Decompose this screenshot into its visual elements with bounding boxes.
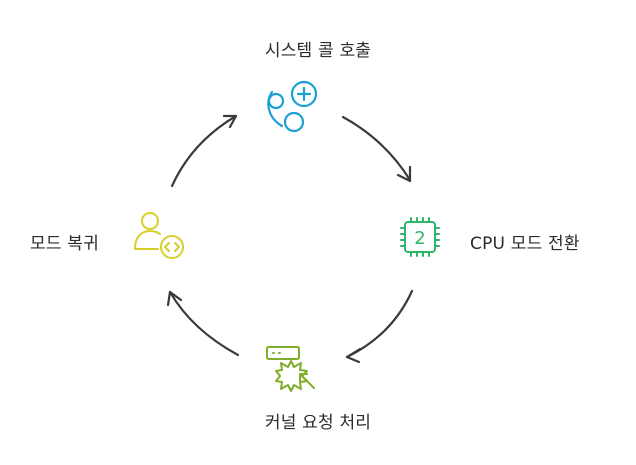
server-burst-icon bbox=[266, 346, 315, 392]
arrow-bottom-left bbox=[166, 290, 240, 357]
arrow-top-left bbox=[170, 114, 238, 188]
chip-icon bbox=[400, 217, 440, 257]
phone-plus-icon bbox=[267, 80, 318, 133]
arrow-bottom-right bbox=[345, 289, 414, 364]
user-code-icon bbox=[134, 212, 184, 259]
chip-digit: 2 bbox=[414, 228, 425, 249]
arrow-top-right bbox=[341, 115, 412, 183]
step-label-system-call: 시스템 콜 호출 bbox=[264, 41, 372, 61]
step-label-cpu-mode-switch: CPU 모드 전환 bbox=[470, 234, 580, 254]
step-label-mode-return: 모드 복귀 bbox=[30, 234, 99, 254]
step-label-kernel-request: 커널 요청 처리 bbox=[264, 413, 372, 433]
